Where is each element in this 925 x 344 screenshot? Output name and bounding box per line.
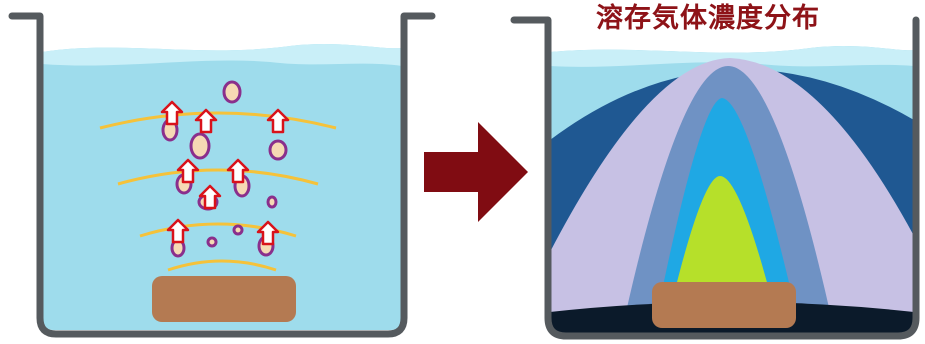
diagram-title: 溶存気体濃度分布 [548, 2, 868, 36]
right-arrow-icon [424, 122, 528, 222]
bubble [208, 238, 216, 246]
bubble [268, 197, 276, 207]
right-tank [514, 20, 920, 340]
bubble [224, 82, 240, 102]
left-heat-source [152, 276, 296, 322]
bubble [191, 134, 209, 158]
bubble [270, 141, 286, 159]
left-tank [12, 16, 432, 334]
right-heat-source [652, 282, 796, 328]
bubble [234, 226, 242, 234]
